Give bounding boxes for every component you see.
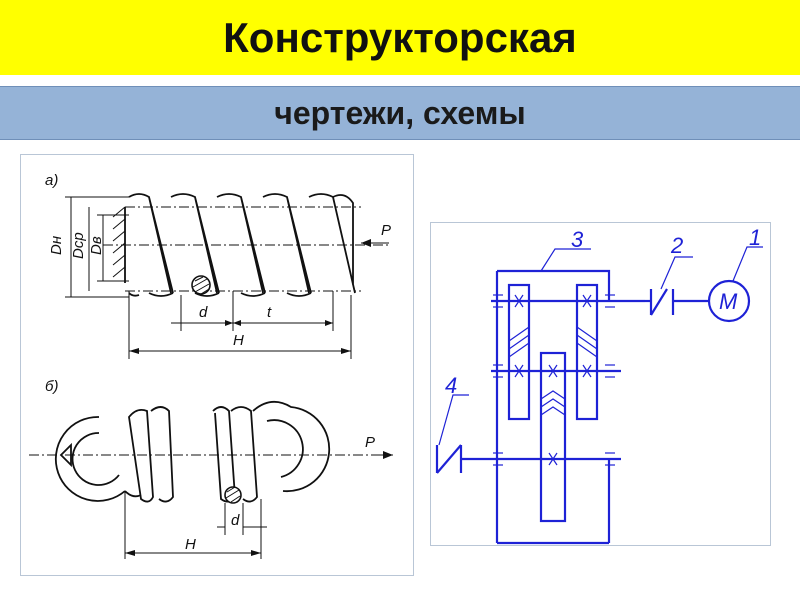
spring-drawing-panel: а): [20, 154, 414, 576]
force-label-b: P: [365, 434, 375, 451]
pitch-dimensions: [128, 291, 352, 359]
page-subtitle: чертежи, схемы: [274, 94, 526, 131]
dim-outer-label: Dн: [48, 236, 65, 255]
dim-inner-label: Dв: [88, 236, 105, 255]
label-4: 4: [445, 373, 457, 398]
title-bar: Конструкторская: [0, 0, 800, 75]
page-title: Конструкторская: [223, 13, 577, 61]
motor-label: M: [719, 289, 738, 314]
wire-label-a: d: [199, 304, 208, 321]
pitch-label: t: [267, 304, 272, 321]
kinematic-scheme: 3 2 1 4 M: [435, 225, 763, 545]
length-label-b: H: [185, 536, 196, 553]
dim-mean-label: Dср: [70, 232, 87, 259]
spring-drawing: а): [29, 172, 393, 559]
label-1: 1: [749, 225, 761, 250]
view-b-label: б): [45, 378, 58, 395]
wire-label-b: d: [231, 512, 240, 529]
kinematic-scheme-panel: 3 2 1 4 M: [430, 222, 771, 546]
subtitle-bar: чертежи, схемы: [0, 86, 800, 140]
length-label-a: H: [233, 332, 244, 349]
extension-spring: [29, 401, 393, 559]
compression-spring: [65, 193, 391, 298]
label-2: 2: [670, 233, 683, 258]
view-a-label: а): [45, 172, 58, 189]
gearbox-scheme: [435, 246, 763, 545]
label-3: 3: [571, 227, 584, 252]
force-label-a: P: [381, 222, 391, 239]
